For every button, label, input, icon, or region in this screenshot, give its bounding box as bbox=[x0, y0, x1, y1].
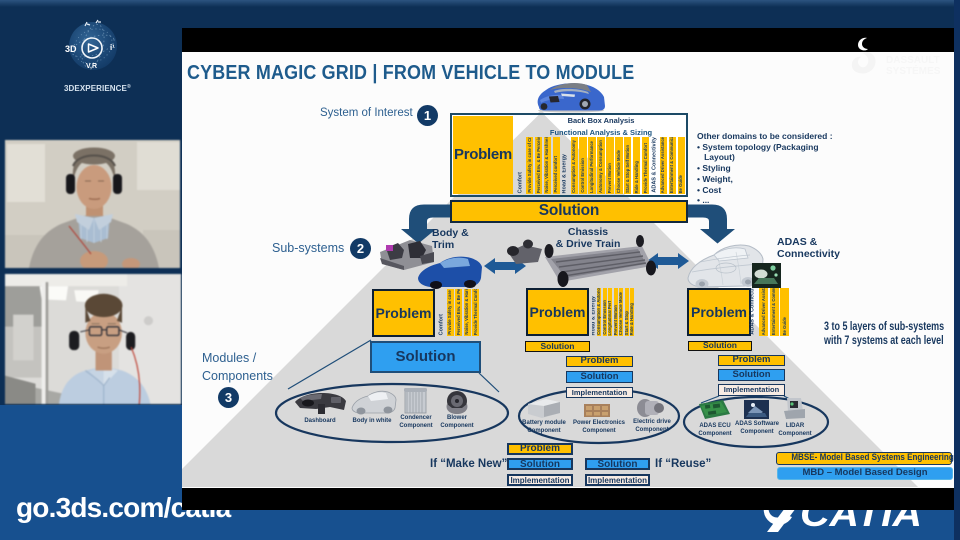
svg-text:V,R: V,R bbox=[86, 63, 97, 70]
svg-text:3D: 3D bbox=[65, 44, 77, 54]
svg-text:SYSTÉMES: SYSTÉMES bbox=[886, 64, 941, 77]
svg-text:DASSAULT: DASSAULT bbox=[886, 55, 940, 66]
svg-text:i¹: i¹ bbox=[110, 43, 115, 52]
